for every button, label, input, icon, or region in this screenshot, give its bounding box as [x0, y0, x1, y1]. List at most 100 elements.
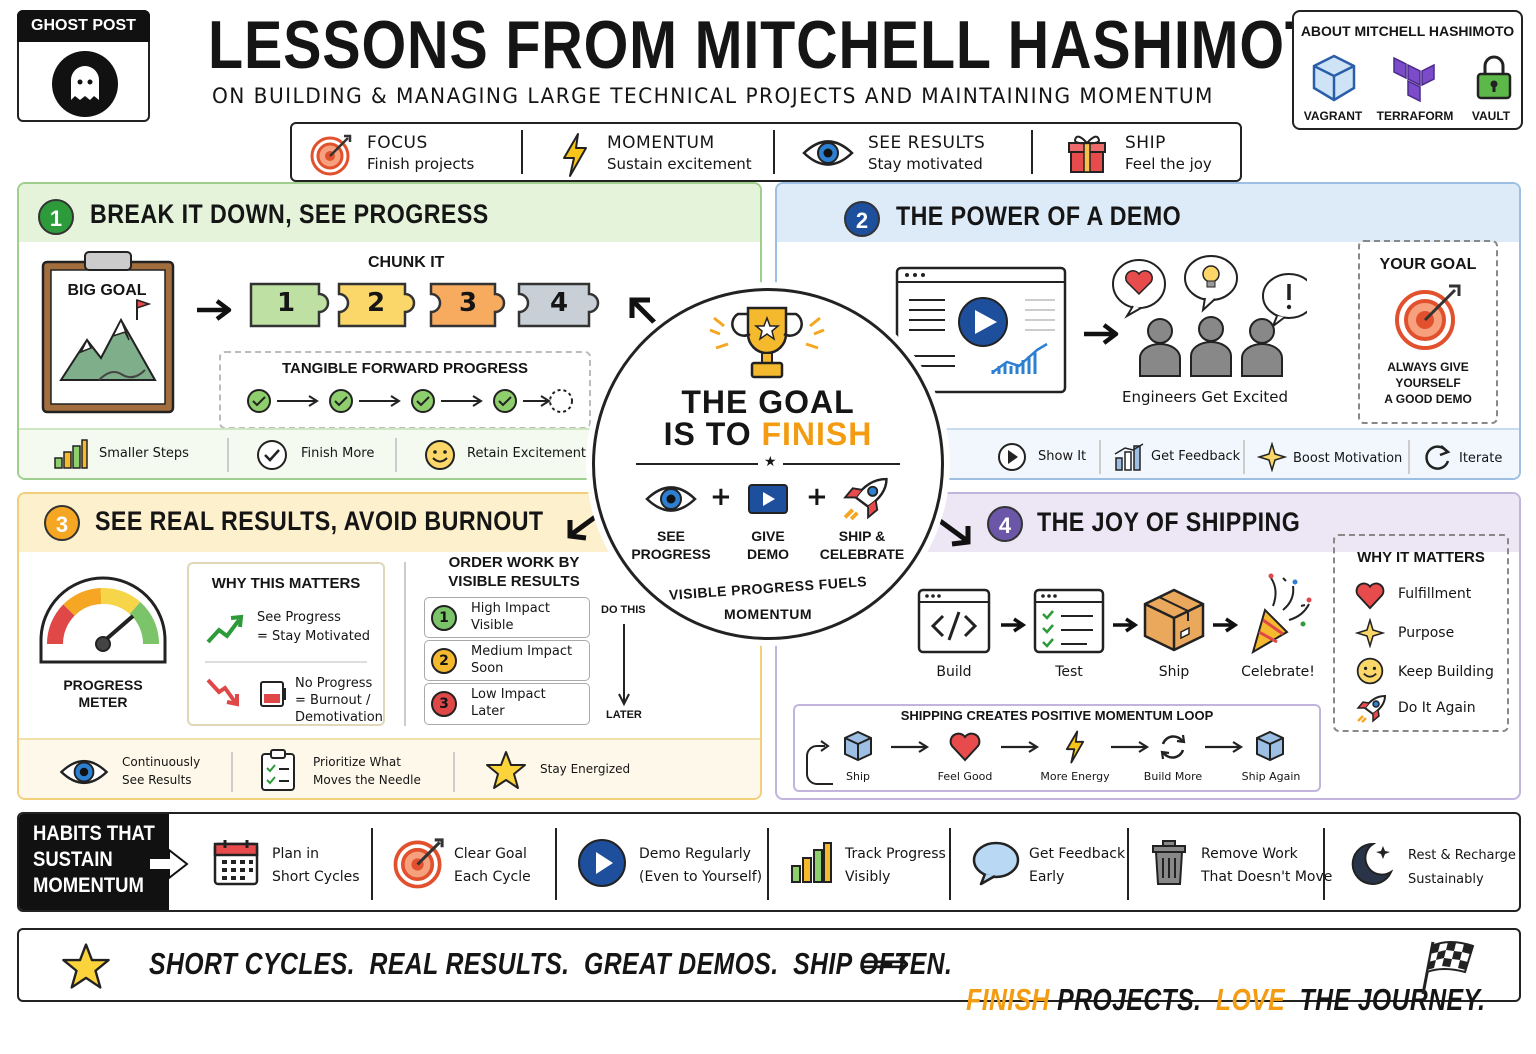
badge-label: GHOST POST — [17, 10, 150, 42]
step-celebrate: Celebrate! — [1241, 664, 1315, 680]
center-step-3b: CELEBRATE — [819, 546, 905, 562]
strip-show-it: Show It — [1038, 449, 1087, 464]
target-icon — [310, 134, 352, 176]
section1-number: 1 — [38, 199, 74, 235]
moon-icon — [1351, 842, 1394, 885]
section3-title: SEE REAL RESULTS, AVOID BURNOUT — [95, 506, 544, 536]
order-item-1: 1 High Impact Visible — [424, 597, 590, 638]
chunk-1: 1 — [277, 288, 296, 318]
chunk-4: 4 — [550, 288, 569, 318]
arrow-right-icon — [1213, 617, 1239, 633]
pillars-bar: FOCUS Finish projects MOMENTUM Sustain e… — [290, 122, 1242, 182]
habit-3-line2: (Even to Yourself) — [639, 869, 763, 885]
footer-love: LOVE — [1215, 982, 1286, 1017]
chat-bubble-icon — [972, 841, 1020, 886]
loop-arrow-icon — [806, 740, 833, 785]
your-goal-box — [1358, 240, 1498, 424]
center-step-1b: PROGRESS — [631, 546, 711, 562]
star-icon — [486, 751, 526, 789]
why-title: WHY THIS MATTERS — [211, 575, 361, 592]
habit-6-line1: Remove Work — [1201, 846, 1298, 862]
pillar-results-title: SEE RESULTS — [868, 133, 986, 153]
test-icon — [1033, 588, 1105, 654]
section2-number: 2 — [844, 201, 880, 237]
ghost-post-badge: GHOST POST — [17, 10, 150, 122]
why-it-matters-box — [1333, 534, 1509, 732]
checklist-icon — [261, 749, 295, 791]
order-title-2: VISIBLE RESULTS — [448, 573, 580, 590]
play-square-icon — [748, 484, 788, 514]
arrow-to-section4 — [934, 515, 971, 547]
arrow-right-icon — [1084, 323, 1119, 345]
center-line-1: THE GOAL — [681, 384, 855, 420]
lightning-icon — [563, 133, 587, 177]
purpose-sparkle-icon — [1355, 618, 1385, 648]
goal-text-1: ALWAYS GIVE — [1387, 360, 1469, 374]
progress-label: TANGIBLE FORWARD PROGRESS — [281, 360, 529, 377]
terraform-icon — [1393, 56, 1435, 103]
party-popper-icon — [1251, 573, 1312, 655]
habit-7-line1: Rest & Recharge — [1408, 848, 1516, 863]
center-step-2b: DEMO — [747, 546, 789, 562]
habits-title-3: MOMENTUM — [33, 874, 144, 897]
center-finish-word: FINISH — [761, 416, 873, 452]
habit-2-line2: Each Cycle — [454, 869, 531, 885]
pillar-focus-title: FOCUS — [367, 133, 428, 153]
loop-more-energy: More Energy — [1040, 770, 1110, 783]
vault-icon — [1476, 55, 1512, 100]
footer-closing: FINISH PROJECTS. LOVE THE JOURNEY. — [937, 946, 1485, 1054]
eye-icon — [59, 760, 109, 784]
pillar-momentum-title: MOMENTUM — [607, 133, 715, 153]
footer-banner: SHORT CYCLES. REAL RESULTS. GREAT DEMOS.… — [17, 928, 1521, 1017]
pillar-focus-desc: Finish projects — [367, 155, 475, 173]
order-item-2: 2 Medium Impact Soon — [424, 640, 590, 681]
rocket-icon — [843, 477, 888, 521]
order-item-1-number: 1 — [431, 605, 457, 631]
strip-stay-energized: Stay Energized — [540, 762, 631, 776]
footer-journey: THE JOURNEY. — [1285, 982, 1486, 1017]
refresh-icon — [1160, 734, 1186, 760]
footer-projects: PROJECTS. — [1049, 982, 1216, 1017]
chunk-3: 3 — [459, 288, 478, 318]
section4-number: 4 — [987, 506, 1023, 542]
why-fulfillment: Fulfillment — [1398, 586, 1472, 602]
habit-7-line2: Sustainably — [1408, 872, 1484, 887]
center-step-3a: SHIP & — [838, 528, 886, 544]
pillar-momentum-desc: Sustain excitement — [607, 155, 752, 173]
order-item-1-a: High Impact — [471, 601, 550, 616]
feedback-chart-icon — [1114, 443, 1144, 471]
build-icon — [917, 588, 991, 654]
step-test: Test — [1055, 664, 1083, 680]
habit-4-line2: Visibly — [845, 869, 891, 885]
section2-title: THE POWER OF A DEMO — [896, 201, 1182, 231]
clipboard-icon — [41, 251, 175, 414]
target-icon — [393, 838, 444, 889]
center-line-2: IS TO FINISH — [592, 416, 944, 453]
arrow-to-section1 — [629, 297, 662, 330]
loop-ship: Ship — [846, 770, 870, 783]
strip-retain-excitement: Retain Excitement — [467, 446, 587, 461]
order-item-3-b: Later — [471, 704, 505, 719]
habit-5-line2: Early — [1029, 869, 1065, 885]
strip-see-results-1: Continuously — [122, 755, 201, 769]
about-box: ABOUT MITCHELL HASHIMOTO VAGRANT TERRAFO… — [1292, 10, 1523, 130]
step-ship: Ship — [1158, 664, 1190, 680]
gauge-icon — [39, 576, 167, 664]
vagrant-icon — [1312, 54, 1356, 102]
why-good-1: See Progress — [257, 610, 341, 625]
arrow-right-icon — [1205, 741, 1244, 753]
arrow-right-icon — [197, 299, 232, 321]
why-bad-1: No Progress — [295, 676, 373, 691]
habit-1-line2: Short Cycles — [272, 869, 360, 885]
arrow-right-icon — [1001, 617, 1027, 633]
plus-2: + — [806, 482, 828, 512]
strip-iterate: Iterate — [1459, 451, 1503, 466]
footer-motto: SHORT CYCLES. REAL RESULTS. GREAT DEMOS.… — [149, 946, 953, 981]
order-title-1: ORDER WORK BY — [448, 554, 580, 571]
about-title: ABOUT MITCHELL HASHIMOTO — [1300, 23, 1515, 39]
trophy-icon — [709, 306, 825, 379]
strip-see-results-2: See Results — [122, 773, 192, 787]
habit-6-line2: That Doesn't Move — [1201, 869, 1333, 885]
footer-arrow: ⟹ — [861, 944, 910, 984]
loop-feel-good: Feel Good — [937, 770, 993, 783]
